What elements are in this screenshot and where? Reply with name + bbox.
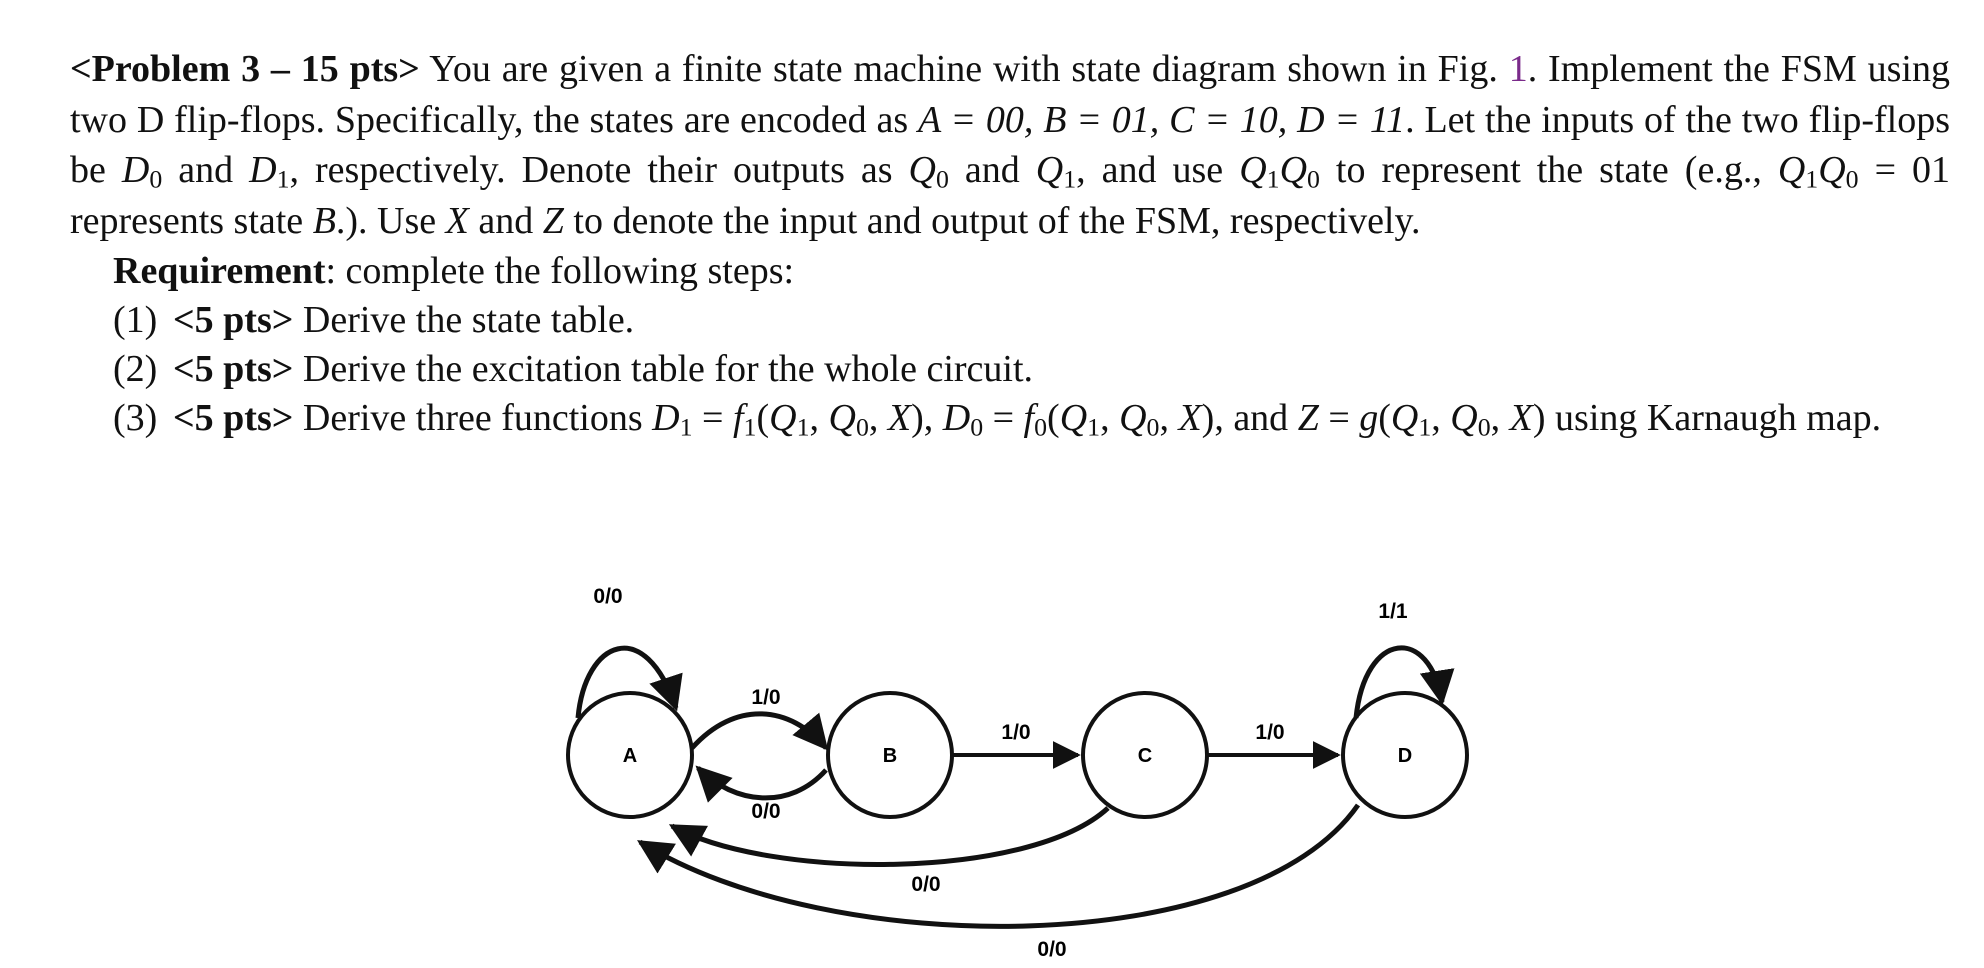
steps-list: (1) <5 pts> Derive the state table. (2) <5… xyxy=(113,296,1953,443)
problem-text: . Implement the FSM using two D flip-flo… xyxy=(70,48,1950,141)
step-text: Derive the excitation table for the whol… xyxy=(293,348,1034,390)
step-points: <5 pts> xyxy=(173,397,294,439)
step-number: (3) xyxy=(113,397,158,439)
problem-text: and xyxy=(468,199,543,242)
step-3: (3)<5 pts> Derive three functions D1 = f… xyxy=(113,394,1953,443)
transition-label-b-a: 0/0 xyxy=(751,800,780,823)
requirement-text: : complete the following steps: xyxy=(325,250,795,292)
input-variable: X xyxy=(445,199,469,242)
step-text: Derive the state table. xyxy=(293,299,635,341)
problem-heading: <Problem 3 – 15 pts> xyxy=(70,48,420,90)
state-a: A xyxy=(566,691,694,819)
transition-label-c-a: 0/0 xyxy=(911,873,940,896)
transition-a-a xyxy=(575,645,683,719)
requirement-label: Requirement xyxy=(113,250,326,292)
step-text: using Karnaugh map. xyxy=(1545,397,1882,439)
step-points: <5 pts> xyxy=(173,348,294,390)
step-number: (2) xyxy=(113,348,158,390)
figure-reference-link[interactable]: 1 xyxy=(1508,48,1528,90)
example-state: B xyxy=(312,199,336,242)
problem-text: .). Use xyxy=(335,199,446,242)
problem-text: , respectively. Denote their outputs as xyxy=(289,149,909,191)
requirement-line: Requirement: complete the following step… xyxy=(113,246,794,296)
step-1: (1) <5 pts> Derive the state table. xyxy=(113,296,1953,345)
problem-text: to denote the input and output of the FS… xyxy=(563,199,1421,242)
state-encoding: A = 00, B = 01, C = 10, D = 11 xyxy=(918,98,1406,141)
state-d-label: D xyxy=(1398,745,1412,767)
step-points: <5 pts> xyxy=(173,299,294,341)
transition-d-d xyxy=(1353,645,1455,719)
transition-label-a-a: 0/0 xyxy=(593,585,622,608)
state-a-label: A xyxy=(623,745,637,767)
transition-b-a xyxy=(695,765,828,803)
problem-text: . Let the inputs of the two flip-flops b… xyxy=(70,98,1951,192)
problem-text: You are given a finite state machine wit… xyxy=(419,48,1509,90)
step-number: (1) xyxy=(113,299,158,341)
step-text: , and xyxy=(1214,397,1298,439)
problem-text: and xyxy=(162,149,250,191)
problem-text: = 01 represents state xyxy=(70,149,1951,242)
state-c-label: C xyxy=(1138,745,1152,767)
problem-text: and xyxy=(948,149,1036,191)
transition-label-d-a: 0/0 xyxy=(1037,938,1066,961)
problem-text: to represent the state (e.g., xyxy=(1319,149,1778,191)
transition-label-c-d: 1/0 xyxy=(1255,721,1284,744)
transition-label-b-c: 1/0 xyxy=(1001,721,1030,744)
state-b-label: B xyxy=(883,745,897,767)
problem-statement: <Problem 3 – 15 pts> You are given a fin… xyxy=(70,48,1951,242)
transition-c-a xyxy=(668,806,1110,867)
output-variable: Z xyxy=(542,199,564,242)
step-text: Derive three functions xyxy=(293,397,653,439)
state-b: B xyxy=(826,691,954,819)
state-d: D xyxy=(1341,691,1469,819)
step-2: (2) <5 pts> Derive the excitation table f… xyxy=(113,345,1953,394)
transition-a-b xyxy=(690,711,829,751)
problem-text: , and use xyxy=(1076,149,1240,191)
transition-d-a xyxy=(637,803,1361,929)
state-c: C xyxy=(1081,691,1209,819)
transition-label-d-d: 1/1 xyxy=(1378,600,1408,623)
transition-label-a-b: 1/0 xyxy=(751,686,780,709)
